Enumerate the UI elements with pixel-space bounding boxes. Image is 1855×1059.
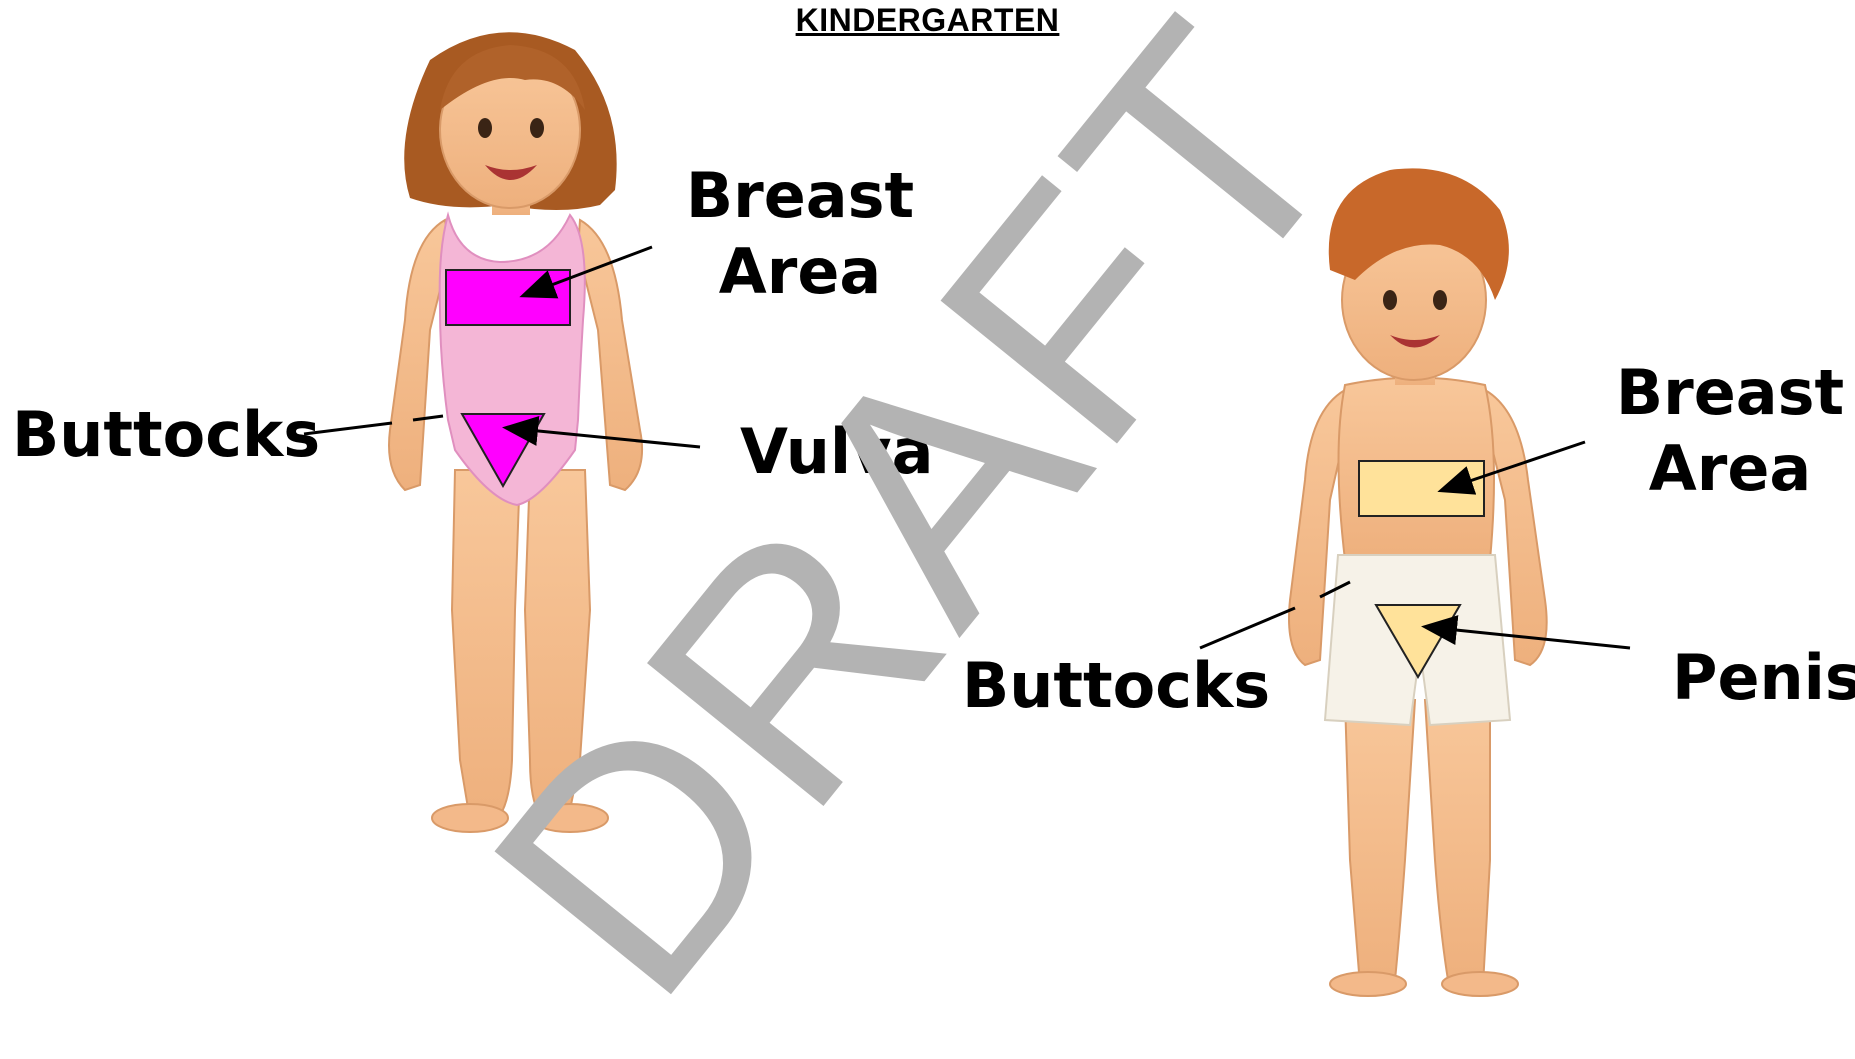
boy-breast-label-line2: Area: [1610, 431, 1850, 507]
girl-vulva-label: Vulva: [740, 414, 933, 490]
girl-breast-pointer: [525, 247, 652, 295]
boy-breast-label: Breast Area: [1610, 355, 1850, 506]
boy-penis-pointer: [1427, 627, 1630, 648]
boy-breast-label-line1: Breast: [1610, 355, 1850, 431]
girl-vulva-pointer: [508, 428, 700, 447]
girl-breast-label-line1: Breast: [680, 158, 920, 234]
boy-buttocks-pointer-b: [1320, 582, 1350, 597]
leader-lines: [0, 0, 1855, 1006]
girl-buttocks-pointer-b: [413, 416, 443, 420]
diagram-canvas: KINDERGARTEN: [0, 0, 1855, 1006]
boy-penis-label: Penis: [1672, 640, 1855, 716]
boy-buttocks-label: Buttocks: [962, 648, 1270, 724]
girl-breast-label: Breast Area: [680, 158, 920, 309]
boy-breast-pointer: [1443, 442, 1585, 490]
girl-buttocks-label: Buttocks: [12, 397, 320, 473]
girl-breast-label-line2: Area: [680, 234, 920, 310]
boy-buttocks-pointer-a: [1200, 608, 1295, 648]
